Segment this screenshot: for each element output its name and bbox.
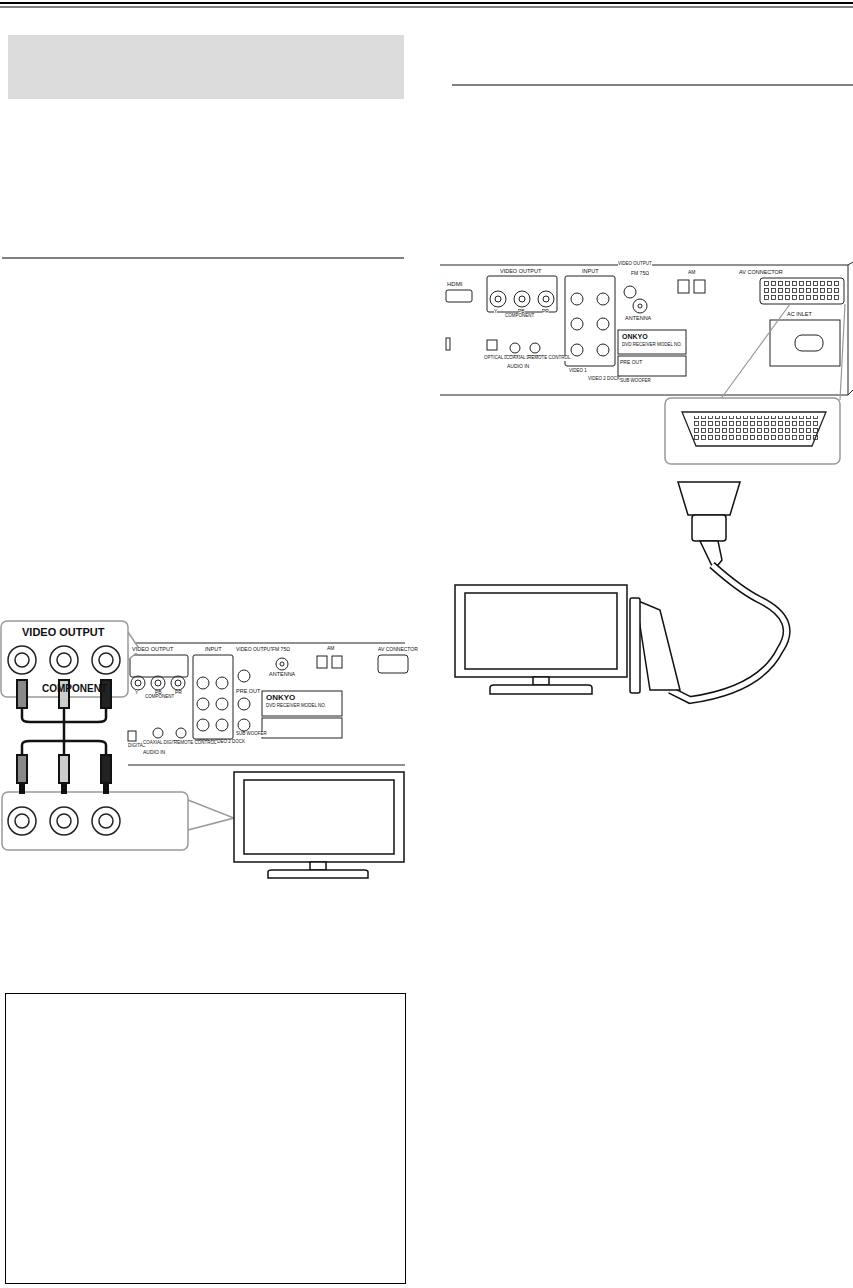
- panel-label: PR: [175, 690, 182, 695]
- panel-label: VIDEO OUTPUT: [500, 269, 541, 275]
- panel-label: REMOTE CONTROL: [174, 741, 217, 746]
- panel-label: FM 75Ω: [272, 647, 290, 652]
- panel-label: PR: [542, 309, 549, 314]
- panel-label: VIDEO 2 DOCK: [213, 740, 245, 745]
- panel-label: AV CONNECTOR: [378, 647, 418, 652]
- panel-label: ANTENNA: [269, 672, 295, 678]
- panel-label: AUDIO IN: [507, 364, 529, 369]
- panel-label: COMPONENT: [505, 314, 534, 319]
- panel-label: AM: [688, 270, 696, 275]
- panel-label: Y: [494, 309, 497, 314]
- callout-label: ONKYO: [622, 333, 648, 340]
- panel-label: VIDEO 1: [569, 369, 587, 374]
- panel-label: Y: [135, 690, 138, 695]
- callout-label: VIDEO OUTPUT: [22, 627, 105, 638]
- panel-label: SUB WOOFER: [236, 732, 267, 737]
- panel-label: COMPONENT: [145, 695, 174, 700]
- panel-label: PRE OUT: [236, 689, 260, 695]
- callout-label: COMPONENT: [42, 684, 107, 694]
- panel-label: FM 75Ω: [631, 271, 649, 276]
- panel-label: PRE OUT: [620, 360, 642, 365]
- panel-label: VIDEO OUTPUT: [132, 647, 173, 653]
- panel-label: DVD RECEIVER MODEL NO.: [622, 343, 682, 348]
- panel-label: INPUT: [205, 647, 222, 653]
- panel-label: AUDIO IN: [143, 750, 165, 755]
- panel-label: AV CONNECTOR: [739, 270, 783, 276]
- panel-label: VIDEO 2 DOCK: [588, 377, 620, 382]
- panel-label: ANTENNA: [625, 316, 651, 322]
- panel-label: SUB WOOFER: [620, 379, 651, 384]
- panel-label: DVD RECEIVER MODEL NO.: [266, 704, 326, 709]
- panel-label: AC INLET: [787, 312, 812, 318]
- panel-label: VIDEO OUTPUT: [236, 647, 274, 652]
- panel-label: AM: [327, 646, 335, 651]
- callout-label: ONKYO: [266, 694, 295, 702]
- panel-label: REMOTE CONTROL: [528, 356, 571, 361]
- panel-label: VIDEO OUTPUT: [618, 262, 652, 267]
- panel-label: INPUT: [582, 269, 599, 275]
- panel-label: HDMI: [447, 281, 462, 287]
